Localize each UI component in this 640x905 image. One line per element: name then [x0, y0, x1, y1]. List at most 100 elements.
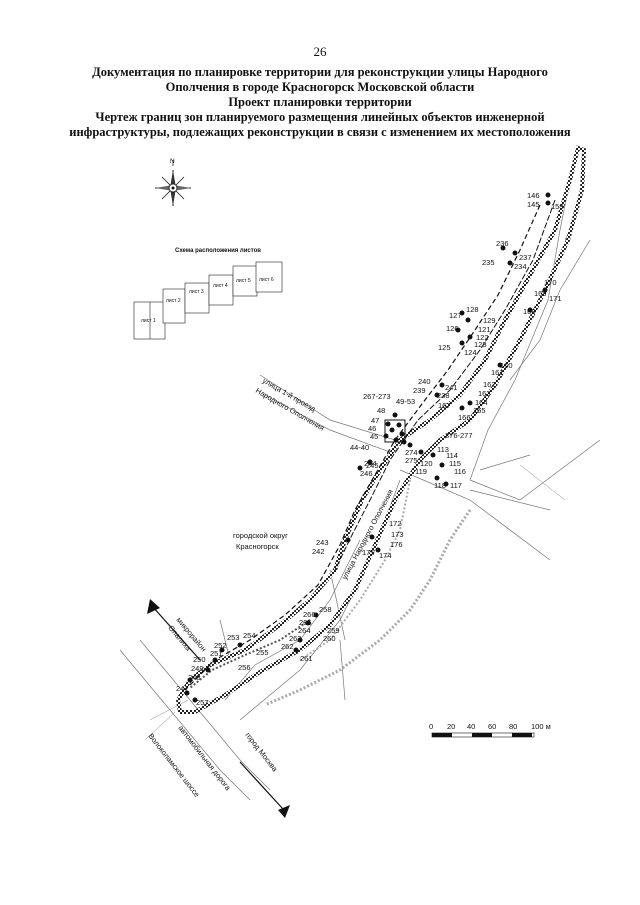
arrow-icon [147, 599, 290, 818]
title-line-4: Чертеж границ зон планируемого размещени… [95, 110, 545, 124]
point-label: 163 [478, 389, 491, 398]
zone-band-right-2 [299, 479, 411, 661]
point-label: 171 [549, 294, 562, 303]
point-label: 119 [415, 467, 427, 476]
point-label: 235 [482, 258, 495, 267]
point-label: 234 [514, 262, 527, 271]
point-label: 245 [366, 461, 379, 470]
compass-north-label: N [170, 158, 175, 165]
point-label: 267-273 [363, 392, 391, 401]
zone-band [175, 145, 587, 714]
edge-strokes [144, 464, 566, 741]
sheet-label-1: лист 1 [141, 318, 156, 324]
point-label: 159 [551, 202, 564, 211]
point-label: 160 [500, 361, 513, 370]
page-number: 26 [313, 44, 327, 59]
point-label: 47 [371, 416, 379, 425]
point-label: 265 [299, 618, 312, 627]
sheet-label-6: лист 6 [259, 277, 274, 283]
title-line-3: Проект планировки территории [228, 95, 412, 109]
point-label: 237 [519, 253, 532, 262]
point-label: 249 [191, 664, 204, 673]
sheet-scheme-title: Схема расположения листов [175, 248, 261, 254]
point-label: 113 [437, 445, 449, 454]
point-label: 244 [364, 459, 377, 468]
point-label: 175 [362, 548, 375, 557]
point-label: 165 [473, 406, 486, 415]
scale-bar: 0 20 40 60 80 100 м [429, 722, 551, 738]
district-label-2: Красногорск [236, 542, 279, 551]
point-label: 168 [523, 307, 536, 316]
point-label: 146 [527, 191, 540, 200]
point-label: 128 [466, 305, 479, 314]
point-label: 118 [434, 481, 446, 490]
point-label: 247 [176, 684, 189, 693]
title-line-1: Документация по планировке территории дл… [92, 65, 548, 79]
point-label: 241 [445, 383, 458, 392]
point-label: 252 [214, 641, 227, 650]
point-label: 124 [464, 348, 477, 357]
point-label: 123 [474, 340, 487, 349]
point-label: 238 [437, 391, 450, 400]
point-label: 257 [196, 698, 209, 707]
point-label: 174 [379, 551, 392, 560]
point-label: 248 [188, 673, 201, 682]
sheet-label-5: лист 5 [236, 278, 251, 284]
point-label: 250 [193, 655, 206, 664]
city-label: город Москва [243, 731, 280, 774]
point-label: 266 [303, 610, 316, 619]
title-line-2: Ополчения в городе Красногорск Московско… [165, 80, 475, 94]
point-label: 255 [256, 648, 269, 657]
point-label: 274 [405, 448, 418, 457]
point-label: 240 [418, 377, 431, 386]
point-label: 169 [534, 289, 547, 298]
point-label: 262 [281, 642, 294, 651]
point-label: 251 [210, 649, 223, 658]
point-label: 246 [360, 469, 373, 478]
point-label: 44-40 [350, 443, 369, 452]
node-marks [184, 192, 551, 703]
point-label: 261 [300, 654, 313, 663]
point-label: 161 [491, 368, 504, 377]
point-label: 164 [475, 398, 488, 407]
point-label: 46 [368, 424, 376, 433]
scale-tick-80: 80 [509, 722, 517, 731]
point-label: 120 [420, 459, 433, 468]
point-label: 122 [476, 333, 489, 342]
point-label: 115 [449, 459, 461, 468]
point-label: 125 [438, 343, 451, 352]
point-label: 259 [327, 626, 340, 635]
point-label: 145 [527, 200, 540, 209]
point-label: 172 [389, 519, 402, 528]
point-label: 276-277 [445, 431, 473, 440]
point-label: 170 [544, 278, 557, 287]
road-lines [119, 169, 601, 801]
scale-tick-100: 100 м [531, 722, 551, 731]
point-label: 243 [316, 538, 329, 547]
point-label: 256 [238, 663, 251, 672]
point-label: 253 [227, 633, 240, 642]
point-label: 121 [478, 325, 491, 334]
point-label: 264 [298, 626, 311, 635]
point-label: 129 [483, 316, 496, 325]
point-label: 45 [370, 432, 378, 441]
sheet-label-3: лист 3 [189, 289, 204, 295]
point-label: 166 [458, 413, 471, 422]
sheet-label-2: лист 2 [166, 298, 181, 304]
point-label: 116 [454, 467, 466, 476]
point-label: 254 [243, 631, 256, 640]
sheet-scheme [133, 261, 283, 340]
point-label: 176 [390, 540, 403, 549]
point-label: 126 [446, 324, 459, 333]
zone-band-lower [189, 619, 311, 689]
point-label: 275 [405, 456, 418, 465]
point-label: 263 [289, 634, 302, 643]
scale-tick-60: 60 [488, 722, 496, 731]
point-label: 49-53 [396, 397, 415, 406]
point-label: 173 [391, 530, 404, 539]
point-label: 260 [323, 634, 336, 643]
point-labels: 146 145 159 236 235 237 234 170 169 171 … [176, 191, 564, 707]
point-label: 239 [413, 386, 426, 395]
compass-rose-icon [155, 160, 191, 206]
